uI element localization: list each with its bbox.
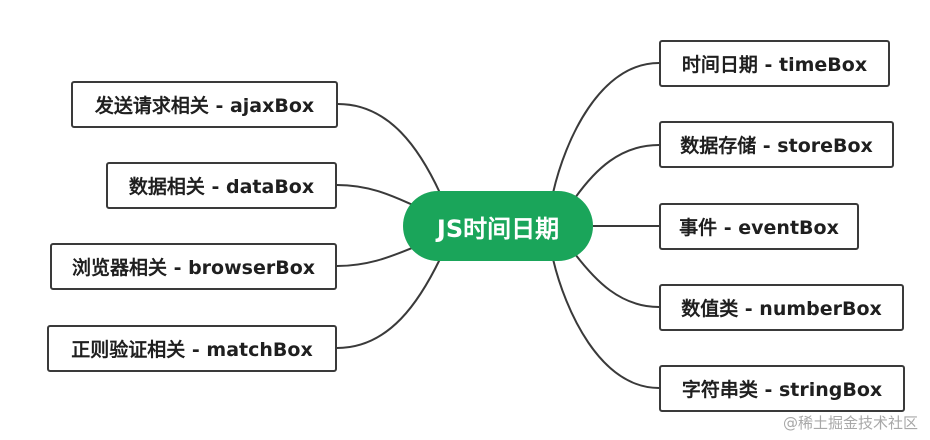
node-storebox[interactable]: 数据存储 - storeBox [659, 121, 894, 168]
node-databox[interactable]: 数据相关 - dataBox [106, 162, 337, 209]
node-stringbox[interactable]: 字符串类 - stringBox [659, 365, 905, 412]
connector-match [336, 258, 441, 349]
connector-data [336, 184, 421, 209]
central-topic[interactable]: JS时间日期 [403, 191, 593, 261]
node-ajaxbox[interactable]: 发送请求相关 - ajaxBox [71, 81, 338, 128]
connector-store [574, 144, 660, 199]
node-eventbox[interactable]: 事件 - eventBox [659, 203, 859, 250]
connector-browser [336, 244, 421, 267]
connector-number [574, 253, 660, 308]
connector-time [552, 62, 660, 194]
node-timebox[interactable]: 时间日期 - timeBox [659, 40, 890, 87]
watermark-text: @稀土掘金技术社区 [782, 414, 918, 432]
node-matchbox[interactable]: 正则验证相关 - matchBox [47, 325, 337, 372]
connector-string [552, 258, 660, 389]
connector-ajax [337, 103, 441, 194]
node-numberbox[interactable]: 数值类 - numberBox [659, 284, 904, 331]
node-browserbox[interactable]: 浏览器相关 - browserBox [50, 243, 337, 290]
